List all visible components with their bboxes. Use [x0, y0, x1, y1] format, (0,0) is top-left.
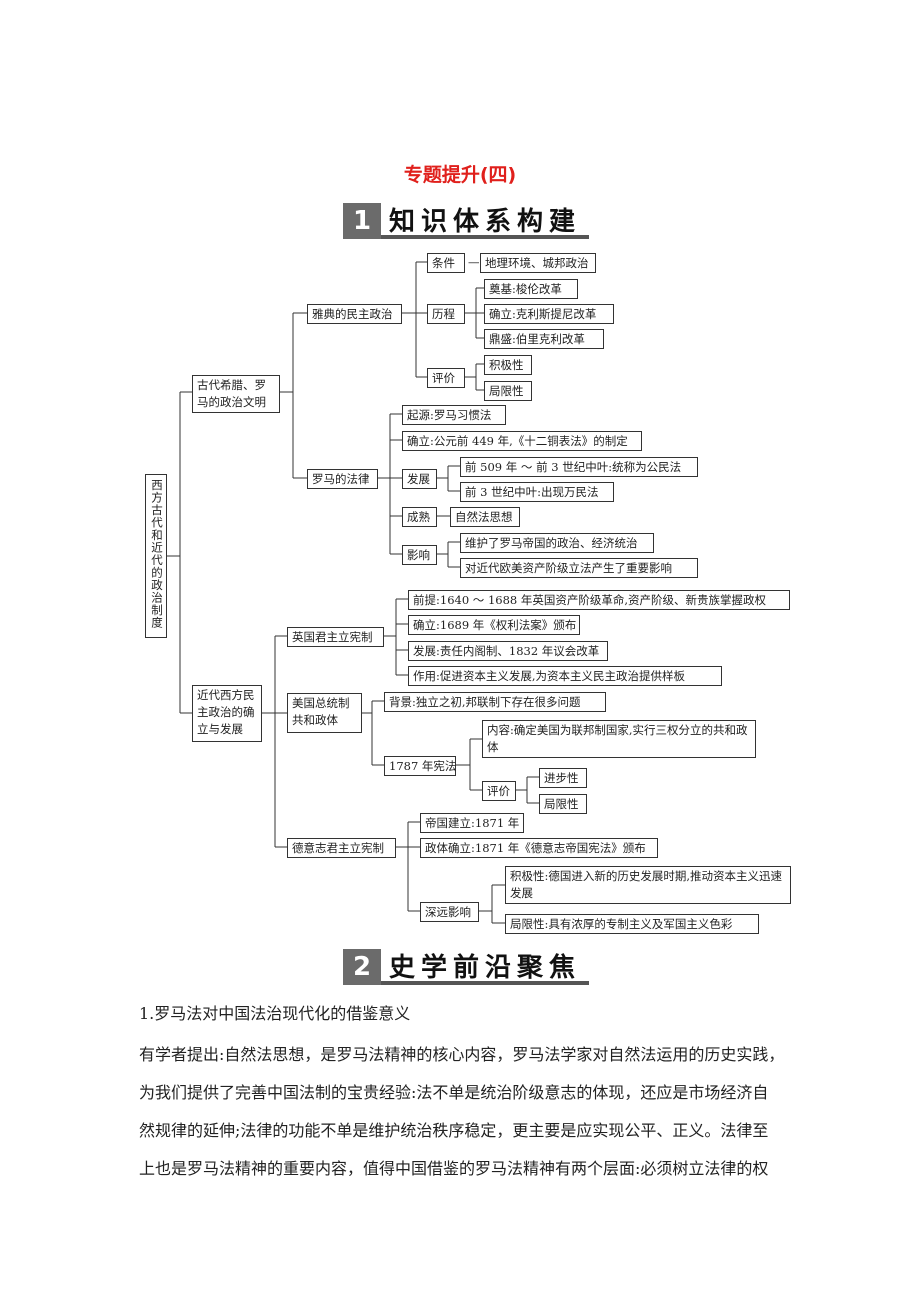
node-condition: 条件 — [427, 253, 465, 273]
body-line-1: 有学者提出:自然法思想，是罗马法精神的核心内容，罗马法学家对自然法运用的历史实践… — [139, 1045, 785, 1064]
node-eval-limit: 局限性 — [484, 381, 532, 401]
node-process-3: 鼎盛:伯里克利改革 — [484, 329, 604, 349]
node-us: 美国总统制共和政体 — [287, 693, 362, 733]
node-rome-influence: 影响 — [402, 545, 437, 565]
node-us-constitution: 1787 年宪法 — [384, 756, 456, 776]
node-modern: 近代西方民主政治的确立与发展 — [192, 685, 262, 742]
node-rome-mature: 成熟 — [402, 507, 437, 527]
node-rome-develop-1: 前 509 年 ～ 前 3 世纪中叶:统称为公民法 — [460, 457, 698, 477]
body-line-2: 为我们提供了完善中国法制的宝贵经验:法不单是统治阶级意志的体现，还应是市场经济自 — [139, 1083, 769, 1102]
node-uk-4: 作用:促进资本主义发展,为资本主义民主政治提供样板 — [408, 666, 722, 686]
node-condition-value: 地理环境、城邦政治 — [480, 253, 596, 273]
node-germany-influence-2: 局限性:具有浓厚的专制主义及军国主义色彩 — [505, 914, 759, 934]
node-rome-law: 罗马的法律 — [307, 469, 378, 489]
section-label: 史学前沿聚焦 — [381, 949, 590, 985]
node-evaluation: 评价 — [427, 368, 465, 388]
node-process-2: 确立:克利斯提尼改革 — [484, 304, 614, 324]
condition-dash: — — [468, 255, 480, 269]
tree-root: 西方古代和近代的政治制度 — [145, 474, 167, 638]
section-banner-1: 1 知识体系构建 — [343, 203, 590, 239]
node-uk: 英国君主立宪制 — [287, 627, 384, 647]
section-number: 2 — [343, 949, 381, 985]
node-uk-1: 前提:1640 ～ 1688 年英国资产阶级革命,资产阶级、新贵族掌握政权 — [408, 590, 790, 610]
node-rome-influence-1: 维护了罗马帝国的政治、经济统治 — [460, 533, 654, 553]
node-us-background: 背景:独立之初,邦联制下存在很多问题 — [384, 692, 606, 712]
node-us-content: 内容:确定美国为联邦制国家,实行三权分立的共和政体 — [482, 720, 756, 758]
body-line-3: 然规律的延伸;法律的功能不单是维护统治秩序稳定，更主要是应实现公平、正义。法律至 — [139, 1121, 769, 1140]
node-athens: 雅典的民主政治 — [307, 304, 402, 324]
node-process: 历程 — [427, 304, 465, 324]
page-title: 专题提升(四) — [403, 164, 517, 186]
node-germany-2: 政体确立:1871 年《德意志帝国宪法》颁布 — [420, 838, 658, 858]
node-eval-positive: 积极性 — [484, 355, 532, 375]
section-label: 知识体系构建 — [381, 203, 590, 239]
node-germany-1: 帝国建立:1871 年 — [420, 813, 524, 833]
node-germany-influence: 深远影响 — [420, 902, 479, 922]
node-process-1: 奠基:梭伦改革 — [484, 279, 578, 299]
section-banner-2: 2 史学前沿聚焦 — [343, 949, 590, 985]
section-number: 1 — [343, 203, 381, 239]
node-rome-develop-2: 前 3 世纪中叶:出现万民法 — [460, 482, 614, 502]
node-rome-mature-value: 自然法思想 — [450, 507, 520, 527]
node-ancient: 古代希腊、罗马的政治文明 — [192, 375, 280, 413]
body-heading: 1.罗马法对中国法治现代化的借鉴意义 — [139, 1004, 411, 1023]
node-rome-develop: 发展 — [402, 469, 437, 489]
node-us-eval-positive: 进步性 — [539, 768, 587, 788]
node-germany-influence-1: 积极性:德国进入新的历史发展时期,推动资本主义迅速发展 — [505, 866, 791, 904]
node-rome-establish: 确立:公元前 449 年,《十二铜表法》的制定 — [402, 431, 642, 451]
node-rome-origin: 起源:罗马习惯法 — [402, 405, 506, 425]
node-germany: 德意志君主立宪制 — [287, 838, 396, 858]
node-rome-influence-2: 对近代欧美资产阶级立法产生了重要影响 — [460, 558, 698, 578]
body-line-4: 上也是罗马法精神的重要内容，值得中国借鉴的罗马法精神有两个层面:必须树立法律的权 — [139, 1159, 769, 1178]
node-uk-3: 发展:责任内阁制、1832 年议会改革 — [408, 641, 608, 661]
node-us-eval-limit: 局限性 — [539, 794, 587, 814]
node-us-evaluation: 评价 — [482, 781, 516, 801]
node-uk-2: 确立:1689 年《权利法案》颁布 — [408, 615, 580, 635]
